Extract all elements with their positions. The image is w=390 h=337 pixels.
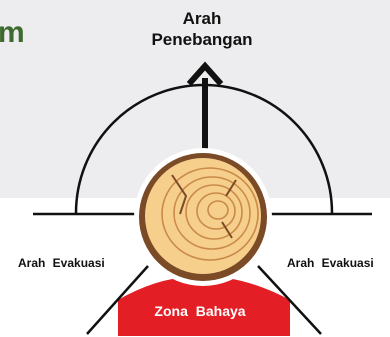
corner-letter: m: [0, 16, 25, 49]
evacuation-left-label: Arah Evakuasi: [18, 256, 105, 270]
danger-zone-right-line: [257, 265, 322, 335]
danger-zone-sector: [118, 276, 290, 336]
danger-zone-left-line: [86, 265, 149, 335]
tree-stump-icon: [134, 148, 272, 286]
danger-zone-label: Zona Bahaya: [154, 303, 246, 319]
felling-direction-line2: Penebangan: [151, 30, 253, 49]
evacuation-right-label: Arah Evakuasi: [287, 256, 374, 270]
felling-direction-label: Arah Penebangan: [132, 8, 272, 50]
felling-direction-line1: Arah: [182, 9, 222, 28]
